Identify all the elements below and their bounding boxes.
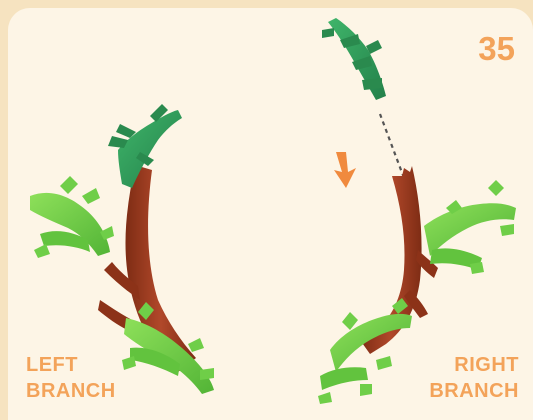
left-branch — [30, 104, 214, 394]
left-lower-leaf — [122, 302, 214, 394]
right-upper-leaf — [424, 180, 516, 274]
dashed-guide-line — [380, 114, 404, 178]
left-upper-leaf — [30, 176, 114, 258]
arrow-down-icon — [334, 152, 356, 188]
right-floating-dark-leaf — [322, 18, 386, 100]
right-branch — [318, 18, 516, 404]
